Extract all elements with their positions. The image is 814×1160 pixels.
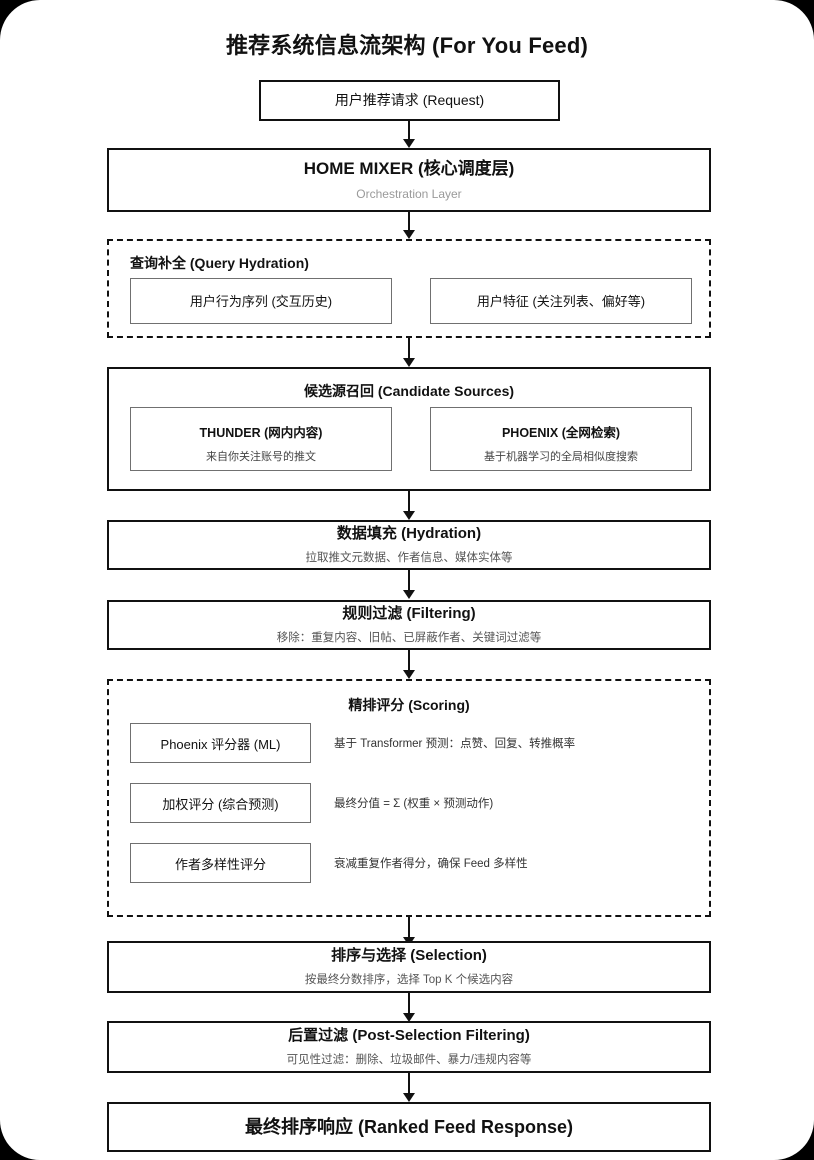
node-request-label: 用户推荐请求 (Request) (334, 92, 485, 109)
node-thunder-source-desc: 来自你关注账号的推文 (206, 451, 316, 463)
node-request: 用户推荐请求 (Request) (259, 80, 560, 121)
node-selection-title: 排序与选择 (Selection) (331, 947, 487, 965)
arrow-head-filtering-to-scoring (403, 670, 415, 679)
arrow-scoring-to-selection (408, 917, 410, 941)
group-scoring-heading: 精排评分 (Scoring) (348, 697, 470, 713)
arrow-query-hydration-to-candidates (408, 338, 410, 362)
group-scoring: 精排评分 (Scoring) Phoenix 评分器 (ML) 基于 Trans… (107, 679, 711, 917)
arrow-filtering-to-scoring (408, 650, 410, 674)
node-hydration-title: 数据填充 (Hydration) (336, 525, 482, 543)
node-ranked-feed-response-title: 最终排序响应 (Ranked Feed Response) (244, 1116, 574, 1137)
node-phoenix-source: PHOENIX (全网检索) 基于机器学习的全局相似度搜索 (430, 407, 692, 471)
node-home-mixer-subtitle: Orchestration Layer (356, 186, 462, 201)
node-post-selection-filtering-desc: 可见性过滤：删除、垃圾邮件、暴力/违规内容等 (286, 1053, 532, 1066)
arrow-head-candidates-to-hydration (403, 511, 415, 520)
node-hydration-desc: 拉取推文元数据、作者信息、媒体实体等 (305, 551, 513, 564)
group-query-hydration-heading: 查询补全 (Query Hydration) (130, 255, 309, 271)
node-ranked-feed-response: 最终排序响应 (Ranked Feed Response) (107, 1102, 711, 1152)
arrow-selection-to-post-filtering (408, 993, 410, 1017)
node-user-behavior-sequence-label: 用户行为序列 (交互历史) (189, 294, 333, 309)
node-thunder-source: THUNDER (网内内容) 来自你关注账号的推文 (130, 407, 392, 471)
node-filtering: 规则过滤 (Filtering) 移除：重复内容、旧帖、已屏蔽作者、关键词过滤等 (107, 600, 711, 650)
group-candidate-sources-heading: 候选源召回 (Candidate Sources) (303, 383, 515, 399)
arrow-head-selection-to-post-filtering (403, 1013, 415, 1022)
node-phoenix-source-desc: 基于机器学习的全局相似度搜索 (484, 451, 638, 463)
arrow-head-request-to-mixer (403, 139, 415, 148)
node-user-behavior-sequence: 用户行为序列 (交互历史) (130, 278, 392, 324)
node-filtering-title: 规则过滤 (Filtering) (342, 605, 476, 623)
node-phoenix-source-title: PHOENIX (全网检索) (501, 426, 621, 440)
node-post-selection-filtering-title: 后置过滤 (Post-Selection Filtering) (288, 1027, 530, 1045)
group-query-hydration: 查询补全 (Query Hydration) 用户行为序列 (交互历史) 用户特… (107, 239, 711, 338)
arrow-head-mixer-to-query-hydration (403, 230, 415, 239)
arrow-hydration-to-filtering (408, 570, 410, 594)
node-author-diversity-scoring: 作者多样性评分 (130, 843, 311, 883)
node-thunder-source-title: THUNDER (网内内容) (199, 426, 323, 440)
arrow-head-hydration-to-filtering (403, 590, 415, 599)
node-phoenix-scorer-desc: 基于 Transformer 预测：点赞、回复、转推概率 (334, 738, 576, 750)
page-title: 推荐系统信息流架构 (For You Feed) (225, 33, 589, 58)
node-selection-desc: 按最终分数排序，选择 Top K 个候选内容 (304, 973, 514, 986)
node-user-features-label: 用户特征 (关注列表、偏好等) (476, 294, 646, 309)
node-filtering-desc: 移除：重复内容、旧帖、已屏蔽作者、关键词过滤等 (276, 631, 542, 644)
node-selection: 排序与选择 (Selection) 按最终分数排序，选择 Top K 个候选内容 (107, 941, 711, 993)
node-user-features: 用户特征 (关注列表、偏好等) (430, 278, 692, 324)
node-weighted-scoring-desc: 最终分值 = Σ (权重 × 预测动作) (334, 798, 494, 810)
node-home-mixer-title: HOME MIXER (核心调度层) (303, 158, 515, 178)
arrow-request-to-mixer (408, 121, 410, 143)
node-weighted-scoring: 加权评分 (综合预测) (130, 783, 311, 823)
arrow-head-post-filtering-to-response (403, 1093, 415, 1102)
arrow-candidates-to-hydration (408, 491, 410, 515)
node-phoenix-scorer: Phoenix 评分器 (ML) (130, 723, 311, 763)
node-author-diversity-scoring-desc: 衰减重复作者得分，确保 Feed 多样性 (334, 858, 528, 870)
node-home-mixer: HOME MIXER (核心调度层) Orchestration Layer (107, 148, 711, 212)
arrow-mixer-to-query-hydration (408, 212, 410, 234)
arrow-head-query-hydration-to-candidates (403, 358, 415, 367)
group-candidate-sources: 候选源召回 (Candidate Sources) THUNDER (网内内容)… (107, 367, 711, 491)
node-post-selection-filtering: 后置过滤 (Post-Selection Filtering) 可见性过滤：删除… (107, 1021, 711, 1073)
node-hydration: 数据填充 (Hydration) 拉取推文元数据、作者信息、媒体实体等 (107, 520, 711, 570)
arrow-post-filtering-to-response (408, 1073, 410, 1097)
